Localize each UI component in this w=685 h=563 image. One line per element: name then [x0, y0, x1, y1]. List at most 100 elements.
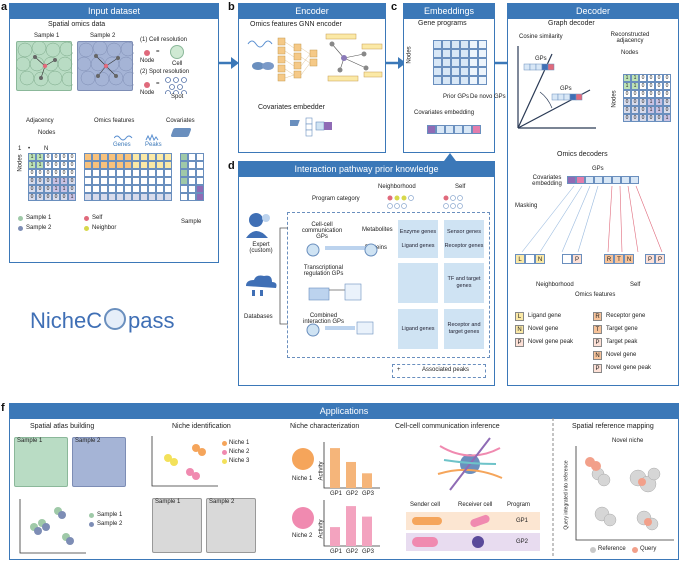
feature-cell: [132, 169, 140, 177]
neighborhood-label-e: Neighborhood: [536, 282, 574, 288]
reference-dot: [590, 547, 596, 553]
sample2-label: Sample 2: [90, 33, 116, 39]
gp-cell: [460, 58, 469, 67]
matrix-cell: 0: [631, 106, 639, 114]
matrix-cell: 0: [623, 106, 631, 114]
receiver-cell-label: Receiver cell: [458, 502, 493, 508]
query-dot: [632, 547, 638, 553]
panel-b-letter: b: [228, 1, 235, 13]
receiver-cell-2: [472, 536, 484, 548]
neighborhood-trans-box: [398, 263, 438, 303]
feature-cell: [84, 169, 92, 177]
program-label: Program: [507, 502, 531, 508]
decoder-gp-bar: [567, 176, 639, 184]
matrix-cell: 0: [631, 98, 639, 106]
cell-icon: [170, 45, 184, 59]
gp3-label-1: GP3: [362, 491, 375, 497]
matrix-cell: 1: [36, 161, 44, 169]
atlas-building-label: Spatial atlas building: [30, 423, 95, 430]
covariate-cell: [180, 169, 188, 177]
atlas-legend-s2-dot: [89, 522, 94, 527]
panel-a-letter: a: [1, 1, 8, 13]
matrix-cell: 0: [639, 98, 647, 106]
feature-cell: [140, 153, 148, 161]
cosine-vector-plot: [517, 46, 596, 129]
gps-label-3: GPs: [592, 166, 604, 172]
legend-self-dot: [84, 216, 89, 221]
matrix-cell: 0: [647, 74, 655, 82]
niche2-label: Niche 2: [292, 533, 313, 539]
novel-niche-label: Novel niche: [612, 438, 644, 444]
activity-bar: [346, 506, 356, 546]
covariates-embedder-label: Covariates embedder: [258, 104, 325, 111]
matrix-cell: 0: [28, 169, 36, 177]
legend-label: Novel gene peak: [528, 339, 574, 345]
legend-self: Self: [92, 215, 103, 221]
arrow-a-to-b: [219, 57, 239, 69]
matrix-cell: 1: [60, 185, 68, 193]
activity-bar: [330, 527, 340, 546]
gp-cell: [469, 58, 478, 67]
gp-cell: [469, 76, 478, 85]
legend-sample2: Sample 2: [26, 225, 52, 231]
covariate-cell: [180, 177, 188, 185]
matrix-cell: 0: [60, 169, 68, 177]
matrix-cell: 0: [68, 177, 76, 185]
feature-cell: [84, 177, 92, 185]
matrix-cell: 0: [655, 114, 663, 122]
legend-neighbor-dot: [84, 226, 89, 231]
ligand-genes: Ligand genes: [401, 242, 435, 249]
gp-cell: [451, 67, 460, 76]
covariate-cell: [188, 169, 196, 177]
niche-sample1-tissue: [152, 498, 202, 553]
panel-c-title: Embeddings: [404, 4, 494, 19]
legend-neighbor: Neighbor: [92, 225, 117, 231]
feature-cell: [124, 161, 132, 169]
graph-decoder-label: Graph decoder: [548, 20, 595, 27]
feature-cell: [124, 153, 132, 161]
gp1-label-2: GP1: [330, 549, 343, 555]
matrix-cell: 1: [647, 106, 655, 114]
divider-f: [552, 418, 554, 558]
matrix-cell: 1: [623, 74, 631, 82]
feature-cell: [132, 177, 140, 185]
matrix-cell: 0: [28, 193, 36, 201]
matrix-cell: 0: [36, 177, 44, 185]
program-gp1: GP1: [516, 518, 529, 524]
feature-cell: [92, 153, 100, 161]
matrix-cell: 1: [52, 177, 60, 185]
matrix-cell: 0: [60, 193, 68, 201]
node-label-2: Node: [140, 90, 155, 96]
cosine-similarity-label: Cosine similarity: [519, 34, 563, 40]
atlas-embedding-plot: [19, 499, 86, 554]
matrix-cell: 0: [68, 153, 76, 161]
niche-sample1: Sample 1: [155, 499, 181, 505]
matrix-cell: 0: [663, 98, 671, 106]
gene-programs-matrix: [433, 40, 487, 85]
panel-f-title: Applications: [10, 404, 678, 419]
matrix-cell: 0: [631, 90, 639, 98]
covariate-cell: [188, 185, 196, 193]
feature-cell: [148, 185, 156, 193]
gnn-diagram: [247, 33, 383, 82]
feature-cell: [100, 169, 108, 177]
matrix-cell: 0: [631, 114, 639, 122]
legend-label: Target gene: [606, 326, 638, 332]
legend-symbol: L: [515, 312, 524, 321]
feature-cell: [148, 177, 156, 185]
matrix-cell: 1: [52, 185, 60, 193]
gp-cell: [442, 76, 451, 85]
expert-db-icons: [246, 213, 277, 296]
matrix-cell: 1: [36, 153, 44, 161]
gp-cell: [460, 76, 469, 85]
feature-cell: [92, 177, 100, 185]
niche1-cell-icon: [292, 448, 314, 470]
feature-cell: [156, 193, 164, 201]
query-label: Query: [640, 546, 657, 552]
feature-cell: [156, 153, 164, 161]
plus-sign: +: [397, 367, 401, 373]
gp2-label-2: GP2: [346, 549, 359, 555]
feature-cell: [116, 169, 124, 177]
adj-axis-dot: •: [28, 146, 31, 152]
